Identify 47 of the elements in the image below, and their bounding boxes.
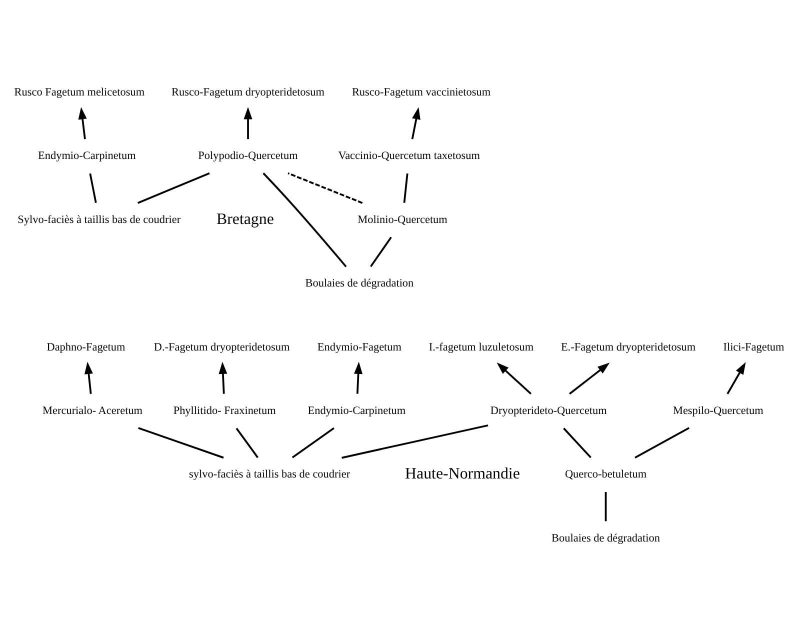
connector [403,173,408,203]
node-text: Ilici-Fagetum [723,341,784,354]
node-text: Daphno-Fagetum [46,341,126,354]
connector [138,427,224,459]
connector [563,428,592,458]
connector [604,492,607,522]
connector [89,173,97,203]
node-text: Endymio-Fagetum [317,341,402,354]
node-text: Rusco-Fagetum dryopteridetosum [172,86,325,99]
arrow [84,362,93,394]
node-text: Polypodio-Quercetum [198,150,298,162]
arrow [411,107,420,140]
label: Haute-Normandie [405,466,520,483]
label: Bretagne [216,210,274,228]
arrow [568,362,610,395]
connector [262,172,347,268]
node-text: Boulaies de dégradation [305,278,414,290]
node-text: Endymio-Carpinetum [38,150,136,162]
node-text: Sylvo-faciès à taillis bas de coudrier [18,214,181,226]
arrow [726,362,746,394]
connector [342,424,488,459]
node-text: Dryopterideto-Quercetum [490,404,607,417]
node-text: D.-Fagetum dryopteridetosum [154,341,290,354]
arrow [354,362,363,394]
connector [137,172,210,204]
node-text: Boulaies de dégradation [552,532,660,544]
arrow [78,107,87,140]
node-text: Molinio-Quercetum [358,214,448,226]
node-text: sylvo-faciès à taillis bas de coudrier [189,468,350,481]
node-text: Endymio-Carpinetum [308,404,406,417]
connector [370,236,392,268]
node-text: Rusco-Fagetum vaccinietosum [352,86,491,99]
node-text: Mercurialo- Aceretum [42,404,143,417]
connector [292,427,334,458]
arrow [244,107,252,140]
connector [236,428,258,458]
connector [634,427,690,459]
node-text: E.-Fagetum dryopteridetosum [560,341,696,354]
arrow [218,362,228,394]
node-text: I.-fagetum luzuletosum [428,341,534,354]
node-text: Mespilo-Quercetum [672,404,764,417]
node-text: Rusco Fagetum melicetosum [14,86,145,99]
node-text: Vaccinio-Quercetum taxetosum [338,150,480,162]
node-text: Querco-betuletum [564,468,647,481]
node-text: Phyllitido- Fraxinetum [173,404,276,417]
connector [288,172,363,204]
arrow [496,362,532,395]
